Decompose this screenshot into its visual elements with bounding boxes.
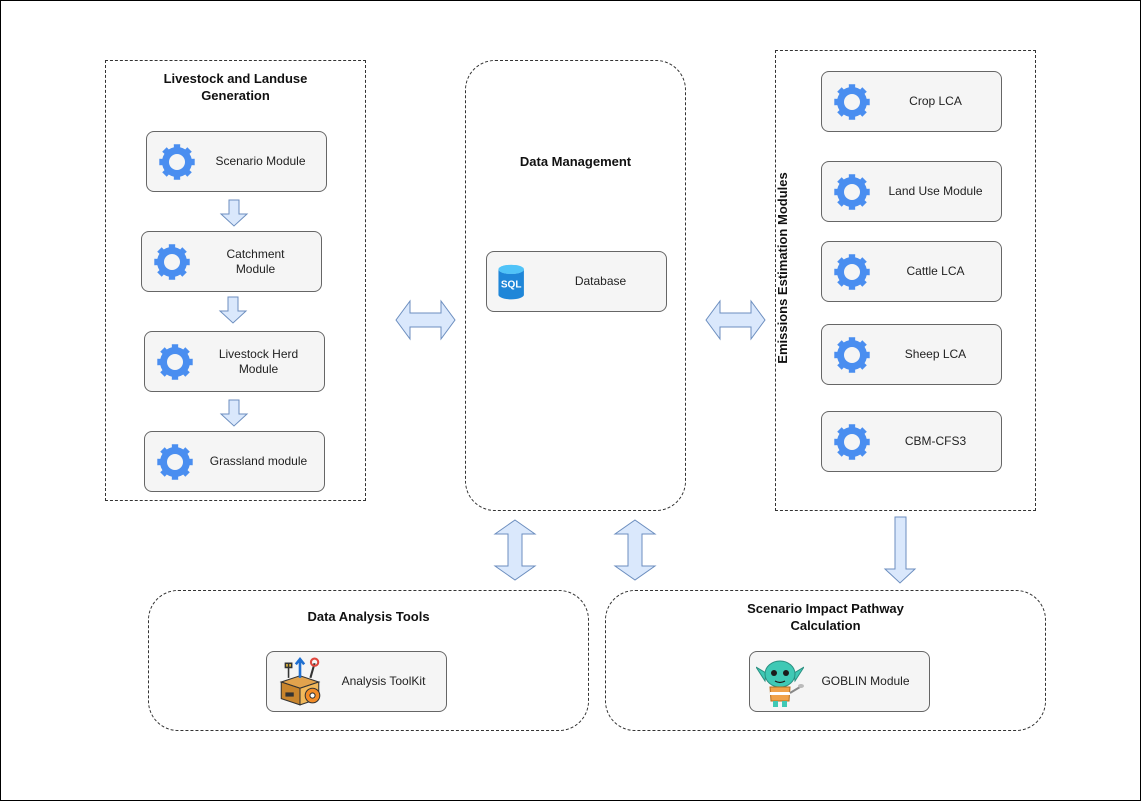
crop-lca-label: Crop LCA: [909, 94, 962, 108]
grassland-module-label: Grassland module: [209, 454, 308, 468]
database-label: Database: [574, 274, 627, 288]
gear-icon: [157, 444, 193, 480]
catchment-module[interactable]: Catchment Module: [141, 231, 322, 292]
gear-icon: [834, 254, 870, 290]
gear-icon: [834, 84, 870, 120]
crop-lca-module[interactable]: Crop LCA: [821, 71, 1002, 132]
cbm-cfs3-label: CBM-CFS3: [904, 434, 967, 448]
down-arrow-icon: [883, 516, 917, 584]
gear-icon: [159, 144, 195, 180]
gear-icon: [834, 174, 870, 210]
toolbox-icon: [279, 657, 321, 706]
goblin-module-label: GOBLIN Module: [821, 674, 910, 688]
cattle-lca-module[interactable]: Cattle LCA: [821, 241, 1002, 302]
bidirectional-arrow-icon: [493, 519, 537, 581]
livestock-herd-module[interactable]: Livestock Herd Module: [144, 331, 325, 392]
gear-icon: [834, 337, 870, 373]
goblin-module[interactable]: GOBLIN Module: [749, 651, 930, 712]
land-use-module-label: Land Use Module: [888, 184, 983, 198]
emissions-estimation-group: Emissions Estimation Modules Crop LCA La…: [775, 50, 1036, 511]
down-arrow-icon: [218, 296, 248, 324]
bidirectional-arrow-icon: [613, 519, 657, 581]
gear-icon: [154, 244, 190, 280]
sheep-lca-module[interactable]: Sheep LCA: [821, 324, 1002, 385]
down-arrow-icon: [219, 399, 249, 427]
analysis-toolkit-label: Analysis ToolKit: [341, 674, 426, 688]
bidirectional-arrow-icon: [705, 299, 766, 341]
database-module[interactable]: SQL Database: [486, 251, 667, 312]
livestock-herd-module-label: Livestock Herd Module: [218, 346, 299, 376]
bidirectional-arrow-icon: [395, 299, 456, 341]
data-management-group: Data Management SQL Database: [465, 60, 686, 511]
gear-icon: [157, 344, 193, 380]
sheep-lca-label: Sheep LCA: [904, 347, 967, 361]
livestock-landuse-title: Livestock and Landuse Generation: [163, 71, 308, 103]
gear-icon: [834, 424, 870, 460]
database-icon-text: SQL: [501, 280, 522, 291]
catchment-module-label: Catchment Module: [226, 246, 285, 276]
down-arrow-icon: [219, 199, 249, 227]
livestock-landuse-group: Livestock and Landuse Generation Scenari…: [105, 60, 366, 501]
grassland-module[interactable]: Grassland module: [144, 431, 325, 492]
sql-database-icon: SQL: [498, 264, 524, 300]
scenario-impact-group: Scenario Impact Pathway Calculation GOBL…: [605, 590, 1046, 731]
scenario-impact-title: Scenario Impact Pathway Calculation: [747, 601, 904, 633]
scenario-module-label: Scenario Module: [215, 154, 306, 168]
land-use-module[interactable]: Land Use Module: [821, 161, 1002, 222]
scenario-module[interactable]: Scenario Module: [146, 131, 327, 192]
data-management-title: Data Management: [519, 154, 632, 169]
goblin-mascot-icon: [756, 660, 804, 707]
cattle-lca-label: Cattle LCA: [906, 264, 965, 278]
data-analysis-title: Data Analysis Tools: [307, 609, 430, 624]
analysis-toolkit-module[interactable]: Analysis ToolKit: [266, 651, 447, 712]
cbm-cfs3-module[interactable]: CBM-CFS3: [821, 411, 1002, 472]
data-analysis-group: Data Analysis Tools Analysis ToolKit: [148, 590, 589, 731]
